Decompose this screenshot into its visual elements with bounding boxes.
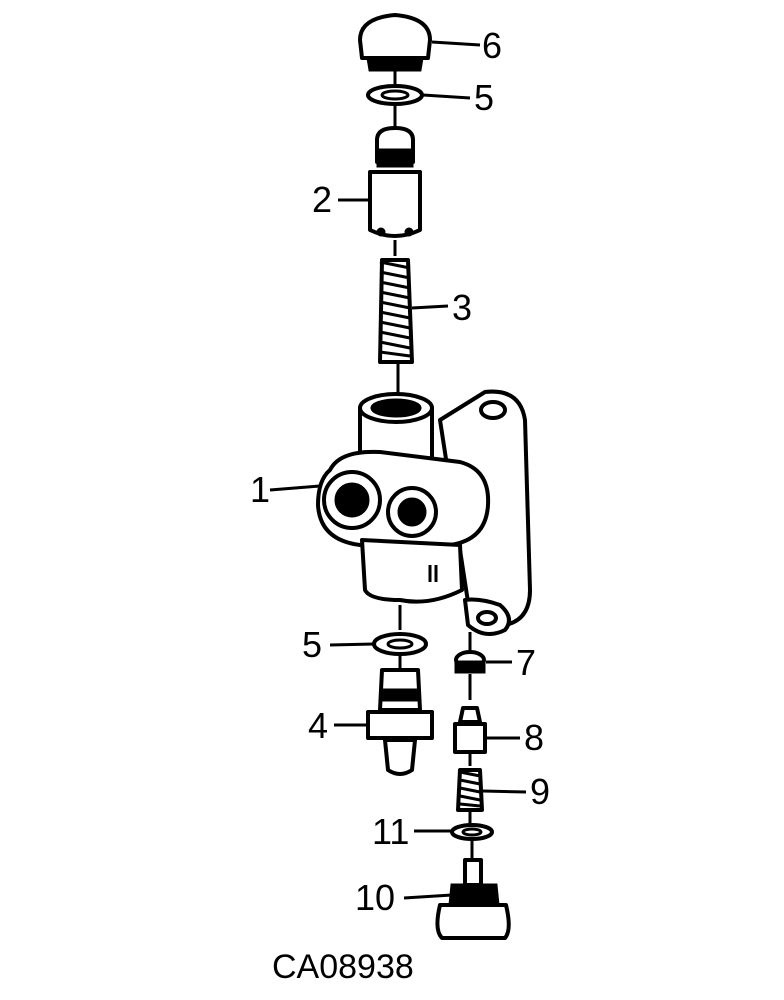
callout-6: 6 — [482, 25, 502, 66]
drawing-code: CA08938 — [272, 948, 414, 986]
part-2-valve-spool — [368, 126, 422, 238]
callout-4: 4 — [308, 705, 328, 746]
callout-8: 8 — [524, 717, 544, 758]
callout-2: 2 — [312, 179, 332, 220]
part-10-plug — [435, 858, 511, 940]
callout-3: 3 — [452, 287, 472, 328]
part-8-poppet — [453, 706, 487, 754]
part-4-fitting — [366, 668, 434, 776]
part-7-seal — [454, 650, 486, 674]
part-6-cap-plug — [358, 13, 432, 72]
part-5-washer-bottom — [372, 632, 428, 656]
part-9-spring — [456, 768, 484, 812]
callout-10: 10 — [355, 877, 395, 918]
callout-11: 11 — [372, 811, 409, 852]
callout-9: 9 — [530, 771, 550, 812]
part-5-washer-top — [366, 84, 424, 106]
part-11-o-ring — [450, 823, 494, 841]
callout-5-top: 5 — [474, 77, 494, 118]
part-1-valve-body — [316, 389, 532, 636]
callout-7: 7 — [516, 642, 536, 683]
leader-lines — [269, 40, 527, 900]
callout-1: 1 — [250, 469, 270, 510]
part-3-spring — [378, 258, 414, 364]
callout-5-bottom: 5 — [302, 624, 322, 665]
